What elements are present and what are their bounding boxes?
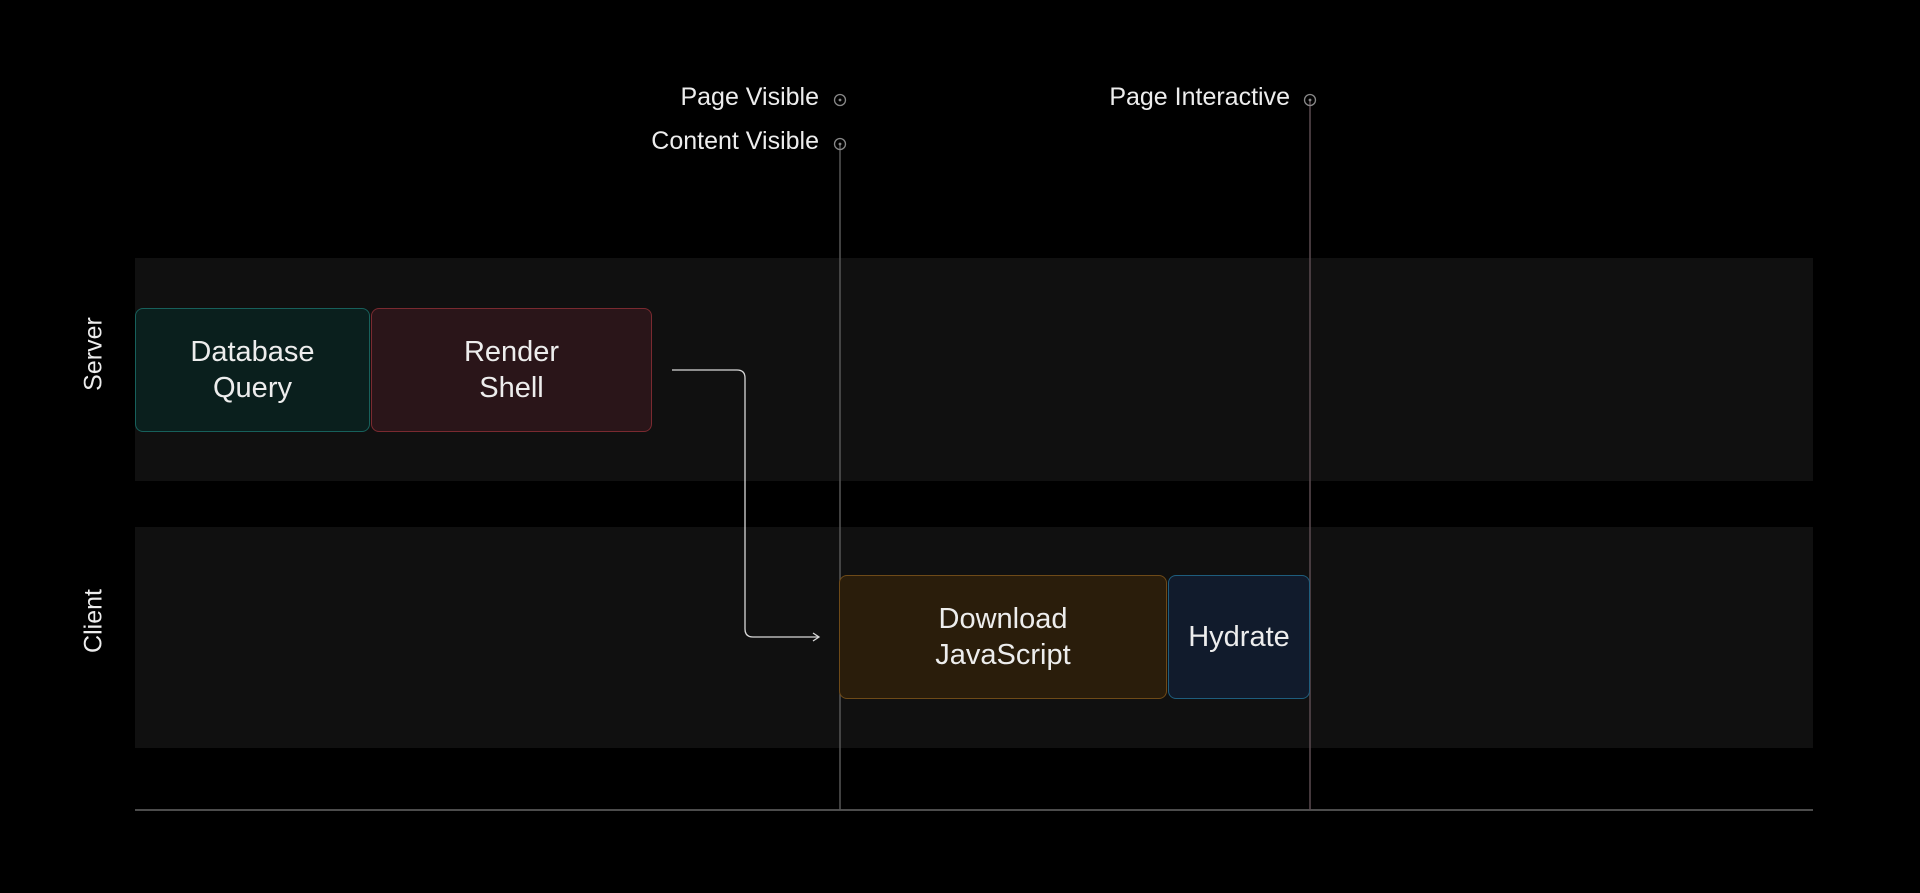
database-query-block: Database Query: [135, 308, 370, 432]
page-interactive-marker-icon: [1303, 93, 1317, 107]
page-interactive-label: Page Interactive: [1109, 83, 1290, 111]
download-javascript-block: Download JavaScript: [839, 575, 1167, 699]
arrowhead-icon: [812, 632, 821, 642]
render-shell-block: Render Shell: [371, 308, 652, 432]
content-visible-marker-icon: [833, 137, 847, 151]
page-visible-label: Page Visible: [680, 83, 819, 111]
connector-arrow: [672, 369, 818, 638]
page-visible-marker-icon: [833, 93, 847, 107]
hydrate-block: Hydrate: [1168, 575, 1310, 699]
content-visible-label: Content Visible: [651, 127, 819, 155]
